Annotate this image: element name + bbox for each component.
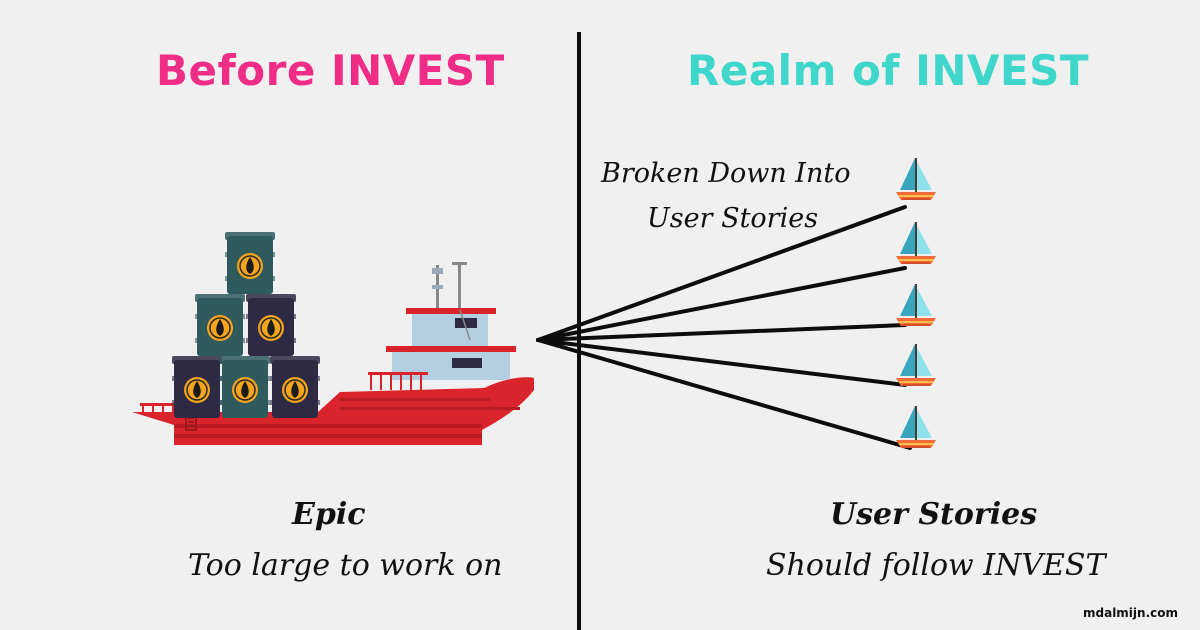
user-stories-caption: Should follow INVEST [766,548,1106,583]
breakdown-line [536,338,907,387]
oil-barrel-icon [245,293,297,357]
sailboat-fleet [896,158,936,448]
sailboat-icon [896,406,936,448]
breakdown-annotation-line2: User Stories [647,203,819,234]
before-invest-heading: Before INVEST [156,46,505,95]
oil-barrel-icon [171,355,223,419]
sailboat-icon [896,284,936,326]
breakdown-line [536,205,907,342]
breakdown-line [536,323,907,342]
sailboat-icon [896,158,936,200]
cargo-ship-icon [132,262,534,445]
site-watermark: mdalmijn.com [1083,606,1178,620]
oil-barrel-icon [269,355,321,419]
breakdown-annotation-line1: Broken Down Into [601,158,851,189]
oil-barrel-stack [171,231,321,419]
realm-of-invest-heading: Realm of INVEST [687,46,1090,95]
breakdown-lines [536,205,912,450]
oil-barrel-icon [194,293,246,357]
breakdown-line [536,338,912,450]
sailboat-icon [896,222,936,264]
epic-title: Epic [292,497,366,532]
breakdown-line [536,266,907,342]
oil-barrel-icon [219,355,271,419]
epic-caption: Too large to work on [188,548,503,583]
user-stories-title: User Stories [830,497,1038,532]
oil-barrel-icon [224,231,276,295]
sailboat-icon [896,344,936,386]
